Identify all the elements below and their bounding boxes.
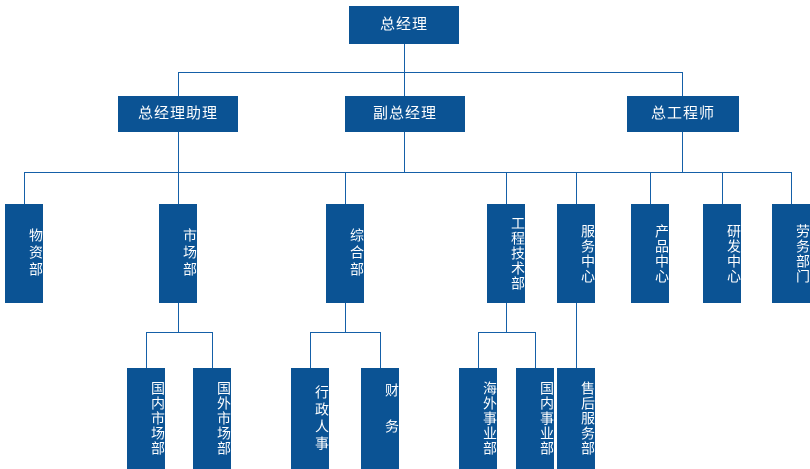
connector-level3-bus <box>24 172 792 173</box>
connector-to-general-affairs-dept <box>345 172 346 204</box>
connector-engineering-down <box>506 303 507 333</box>
node-domestic-market-dept[interactable]: 国内市场部 <box>127 368 165 469</box>
connector-to-deputy-gm <box>404 72 405 96</box>
node-finance-dept[interactable]: 财务 <box>361 368 399 469</box>
connector-deputy-gm-down <box>404 132 405 173</box>
connector-marketing-down <box>178 303 179 333</box>
connector-to-materials-dept <box>24 172 25 204</box>
node-domestic-business-div[interactable]: 国内事业部 <box>516 368 554 469</box>
node-general-affairs-dept[interactable]: 综合部 <box>326 204 364 303</box>
connector-level2-bus <box>178 72 683 73</box>
connector-to-finance-dept <box>380 332 381 368</box>
node-labor-dept[interactable]: 劳务部门 <box>772 204 810 303</box>
node-gm-assistant[interactable]: 总经理助理 <box>118 96 238 132</box>
connector-general-affairs-bus <box>310 332 380 333</box>
connector-to-rd-center <box>722 172 723 204</box>
connector-to-domestic-business-div <box>535 332 536 368</box>
connector-engineering-bus <box>478 332 535 333</box>
connector-to-domestic-market-dept <box>146 332 147 368</box>
node-after-sales-service-dept[interactable]: 售后服务部 <box>557 368 595 469</box>
connector-chief-engineer-down <box>682 132 683 173</box>
connector-gm-assistant-down <box>178 132 179 173</box>
connector-to-service-center <box>576 172 577 204</box>
connector-to-marketing-dept <box>178 172 179 204</box>
node-engineering-tech-dept[interactable]: 工程技术部 <box>487 204 525 303</box>
connector-to-chief-engineer <box>682 72 683 96</box>
connector-gm-down <box>404 44 405 73</box>
connector-to-engineering-tech-dept <box>506 172 507 204</box>
connector-to-admin-hr-dept <box>310 332 311 368</box>
connector-to-product-center <box>650 172 651 204</box>
connector-general-affairs-down <box>345 303 346 333</box>
node-overseas-market-dept[interactable]: 国外市场部 <box>193 368 231 469</box>
connector-to-after-sales-service-dept <box>576 303 577 368</box>
node-product-center[interactable]: 产品中心 <box>631 204 669 303</box>
node-service-center[interactable]: 服务中心 <box>557 204 595 303</box>
connector-to-overseas-business-div <box>478 332 479 368</box>
node-gm[interactable]: 总经理 <box>349 6 459 44</box>
node-admin-hr-dept[interactable]: 行政人事 <box>291 368 329 469</box>
connector-marketing-bus <box>146 332 212 333</box>
node-chief-engineer[interactable]: 总工程师 <box>627 96 739 132</box>
node-overseas-business-div[interactable]: 海外事业部 <box>459 368 497 469</box>
node-marketing-dept[interactable]: 市场部 <box>159 204 197 303</box>
connector-to-overseas-market-dept <box>212 332 213 368</box>
node-rd-center[interactable]: 研发中心 <box>703 204 741 303</box>
node-deputy-gm[interactable]: 副总经理 <box>345 96 465 132</box>
connector-to-gm-assistant <box>178 72 179 96</box>
connector-to-labor-dept <box>791 172 792 204</box>
node-materials-dept[interactable]: 物资部 <box>5 204 43 303</box>
